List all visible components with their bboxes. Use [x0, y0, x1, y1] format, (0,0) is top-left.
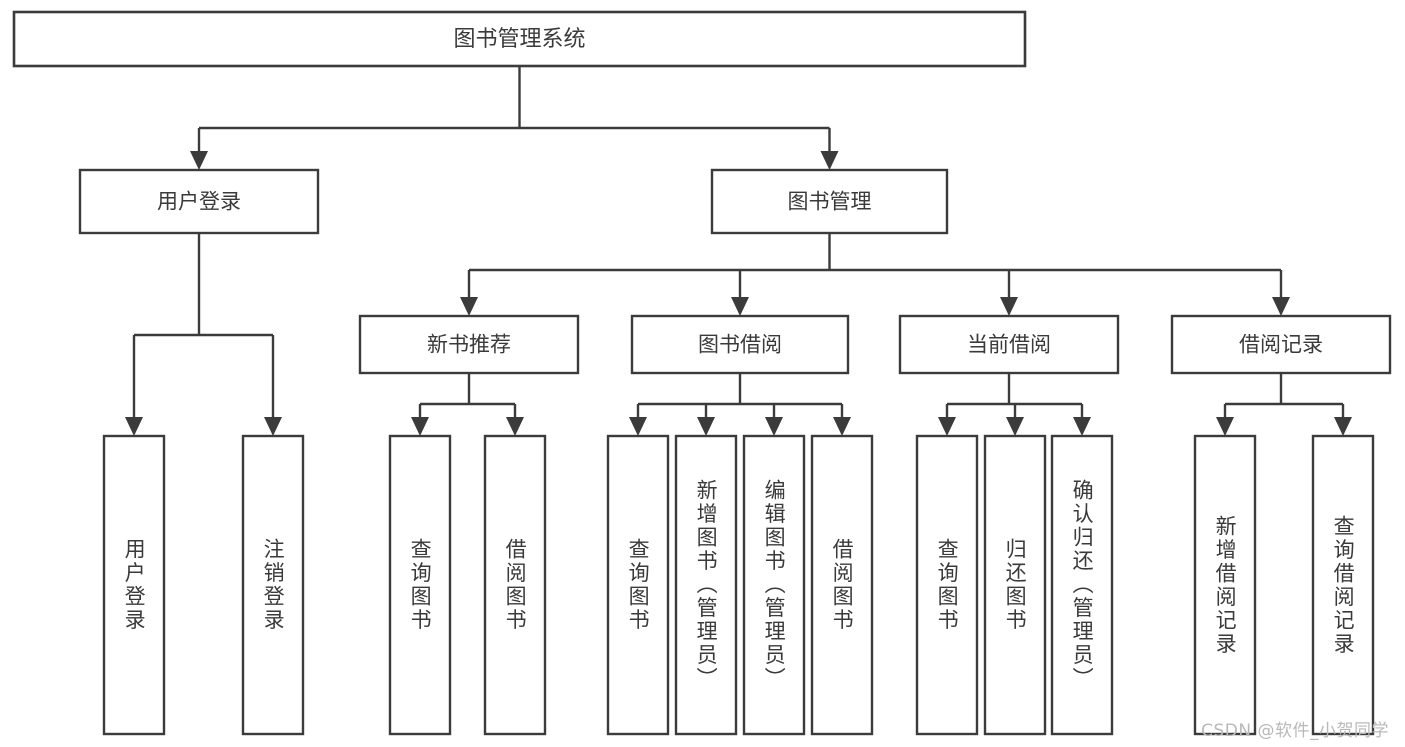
arrow-to-user-login	[190, 151, 208, 170]
arrow-to-leaf-edit-book	[765, 417, 783, 436]
arrow-to-new-book-rec	[460, 297, 478, 316]
node-book-borrow-box[interactable]	[630, 314, 850, 375]
arrow-to-borrow-record	[1272, 297, 1290, 316]
node-book-manage-box[interactable]	[710, 168, 949, 235]
arrow-to-leaf-return-book	[1006, 417, 1024, 436]
arrow-to-leaf-add-book	[697, 417, 715, 436]
watermark: CSDN @软件_小贺同学	[1201, 721, 1389, 741]
arrow-to-leaf-query-book-3	[938, 417, 956, 436]
node-leaf-confirm-return-box[interactable]	[1050, 434, 1114, 736]
node-leaf-user-login-box[interactable]	[102, 434, 166, 736]
node-leaf-user-logout-box[interactable]	[241, 434, 305, 736]
node-book-borrow-label: 图书借阅	[698, 333, 782, 357]
node-leaf-query-record-box[interactable]	[1311, 434, 1375, 736]
node-current-borrow-box[interactable]	[898, 314, 1120, 375]
node-leaf-borrow-book-2-box[interactable]	[810, 434, 874, 736]
arrow-to-leaf-add-record	[1216, 417, 1234, 436]
arrow-to-leaf-query-book-2	[629, 417, 647, 436]
node-root-label: 图书管理系统	[453, 27, 585, 52]
arrow-to-leaf-borrow-book-1	[506, 417, 524, 436]
arrow-to-leaf-query-record	[1334, 417, 1352, 436]
node-new-book-rec-label: 新书推荐	[427, 333, 511, 357]
node-root-box[interactable]	[12, 10, 1027, 68]
node-borrow-record-label: 借阅记录	[1239, 333, 1323, 357]
arrow-to-book-borrow	[731, 297, 749, 316]
arrow-to-leaf-confirm-return	[1073, 417, 1091, 436]
node-leaf-edit-book-box[interactable]	[742, 434, 806, 736]
node-leaf-query-book-2-box[interactable]	[606, 434, 670, 736]
node-borrow-record-box[interactable]	[1170, 314, 1392, 375]
arrow-to-leaf-user-logout	[264, 417, 282, 436]
arrow-to-leaf-query-book-1	[411, 417, 429, 436]
node-leaf-add-record-box[interactable]	[1193, 434, 1257, 736]
node-leaf-query-book-3-box[interactable]	[915, 434, 979, 736]
arrow-to-leaf-user-login	[125, 417, 143, 436]
node-leaf-return-book-box[interactable]	[983, 434, 1047, 736]
node-user-login-label: 用户登录	[157, 190, 241, 214]
node-leaf-add-book-box[interactable]	[674, 434, 738, 736]
node-current-borrow-label: 当前借阅	[967, 333, 1051, 357]
node-leaf-query-book-1-box[interactable]	[388, 434, 452, 736]
node-new-book-rec-box[interactable]	[358, 314, 580, 375]
connector-layer	[125, 66, 1352, 436]
arrow-to-current-borrow	[1000, 297, 1018, 316]
node-book-manage-label: 图书管理	[788, 190, 872, 214]
arrow-to-book-manage	[820, 151, 839, 170]
node-leaf-borrow-book-1-box[interactable]	[483, 434, 547, 736]
node-user-login-box[interactable]	[78, 168, 320, 235]
arrow-to-leaf-borrow-book-2	[833, 417, 851, 436]
box-layer	[12, 10, 1392, 736]
